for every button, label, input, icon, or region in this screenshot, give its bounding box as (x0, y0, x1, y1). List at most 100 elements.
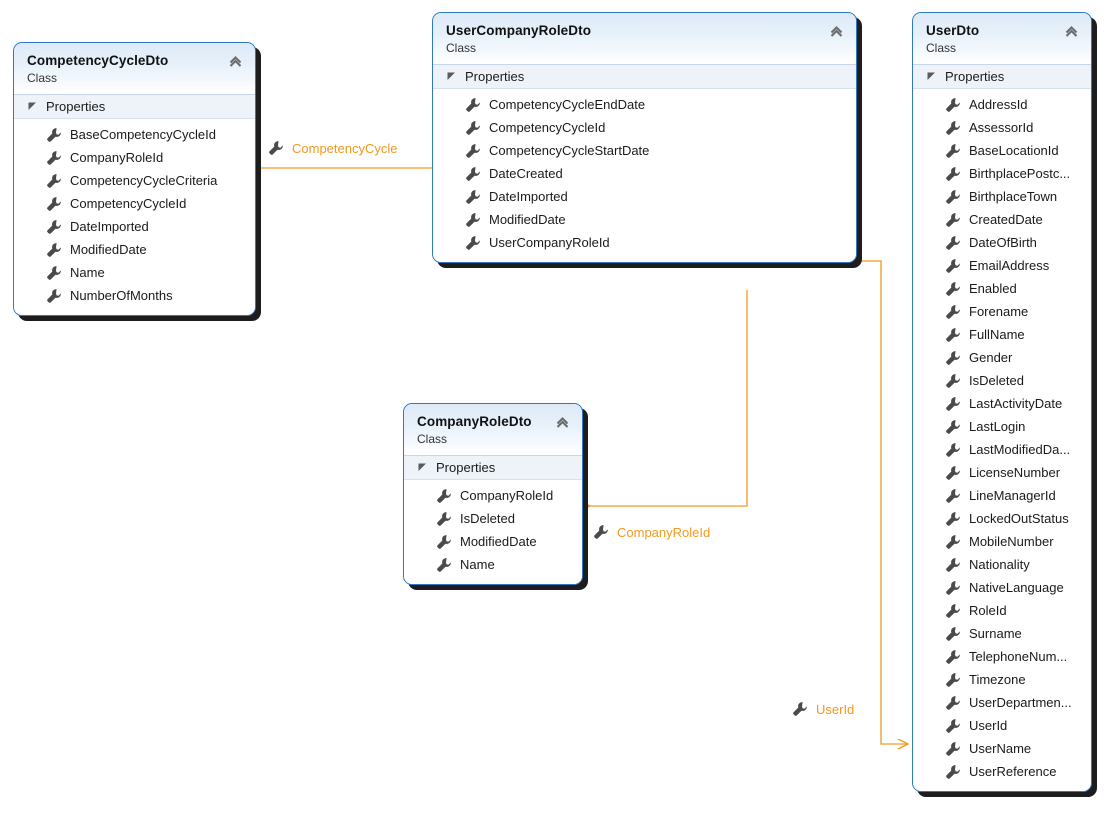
member-row[interactable]: UserDepartmen... (913, 691, 1091, 714)
member-row[interactable]: CompanyRoleId (404, 484, 582, 507)
member-row[interactable]: UserName (913, 737, 1091, 760)
member-row[interactable]: MobileNumber (913, 530, 1091, 553)
member-row[interactable]: LastModifiedDa... (913, 438, 1091, 461)
member-row[interactable]: DateCreated (433, 162, 856, 185)
compartment-header-properties[interactable]: Properties (14, 95, 255, 119)
wrench-icon (946, 373, 960, 388)
member-row[interactable]: ModifiedDate (14, 238, 255, 261)
member-row[interactable]: EmailAddress (913, 254, 1091, 277)
wrench-icon (466, 143, 480, 158)
triangle-expander-icon[interactable] (927, 72, 936, 81)
member-row[interactable]: DateOfBirth (913, 231, 1091, 254)
class-box-companyroledto[interactable]: CompanyRoleDto Class Properties CompanyR… (403, 403, 583, 585)
member-row[interactable]: AssessorId (913, 116, 1091, 139)
class-title: UserDto (926, 23, 980, 38)
member-row[interactable]: AddressId (913, 93, 1091, 116)
wrench-icon (946, 189, 960, 204)
member-row[interactable]: CompanyRoleId (14, 146, 255, 169)
member-row[interactable]: CompetencyCycleCriteria (14, 169, 255, 192)
member-name: LastLogin (969, 419, 1026, 434)
wrench-icon (946, 327, 960, 342)
member-row[interactable]: Gender (913, 346, 1091, 369)
association-companyroleid[interactable] (590, 290, 748, 506)
member-row[interactable]: Nationality (913, 553, 1091, 576)
member-row[interactable]: UserReference (913, 760, 1091, 783)
member-row[interactable]: NumberOfMonths (14, 284, 255, 307)
member-list: BaseCompetencyCycleId CompanyRoleId Comp… (14, 119, 255, 315)
member-row[interactable]: Name (404, 553, 582, 576)
member-row[interactable]: Enabled (913, 277, 1091, 300)
compartment-label: Properties (436, 460, 496, 475)
member-row[interactable]: Name (14, 261, 255, 284)
triangle-expander-icon[interactable] (447, 72, 456, 81)
member-row[interactable]: Forename (913, 300, 1091, 323)
wrench-icon (946, 442, 960, 457)
member-name: Name (70, 265, 105, 280)
member-row[interactable]: UserCompanyRoleId (433, 231, 856, 254)
class-box-usercompanyroledto[interactable]: UserCompanyRoleDto Class Properties Comp… (432, 12, 857, 263)
class-box-competencycycledto[interactable]: CompetencyCycleDto Class Properties Base… (13, 42, 256, 316)
member-row[interactable]: FullName (913, 323, 1091, 346)
member-name: LicenseNumber (969, 465, 1061, 480)
collapse-chevron-icon[interactable] (554, 414, 571, 431)
wrench-icon (47, 150, 61, 165)
wrench-icon (946, 511, 960, 526)
member-name: ModifiedDate (489, 212, 566, 227)
member-row[interactable]: LicenseNumber (913, 461, 1091, 484)
triangle-expander-icon[interactable] (28, 102, 37, 111)
member-row[interactable]: Timezone (913, 668, 1091, 691)
compartment-header-properties[interactable]: Properties (433, 65, 856, 89)
association-userid[interactable] (857, 260, 908, 744)
member-name: LastActivityDate (969, 396, 1063, 411)
compartment-header-properties[interactable]: Properties (404, 456, 582, 480)
member-row[interactable]: CompetencyCycleEndDate (433, 93, 856, 116)
member-row[interactable]: DateImported (14, 215, 255, 238)
member-row[interactable]: BirthplacePostc... (913, 162, 1091, 185)
member-row[interactable]: CompetencyCycleId (433, 116, 856, 139)
member-name: LockedOutStatus (969, 511, 1069, 526)
member-row[interactable]: BaseCompetencyCycleId (14, 123, 255, 146)
association-label-userid[interactable]: UserId (792, 701, 854, 717)
member-row[interactable]: LineManagerId (913, 484, 1091, 507)
wrench-icon (946, 649, 960, 664)
member-row[interactable]: Surname (913, 622, 1091, 645)
member-name: EmailAddress (969, 258, 1050, 273)
collapse-chevron-icon[interactable] (227, 53, 244, 70)
wrench-icon (946, 534, 960, 549)
wrench-icon (946, 166, 960, 181)
member-row[interactable]: LastLogin (913, 415, 1091, 438)
member-row[interactable]: UserId (913, 714, 1091, 737)
member-row[interactable]: LockedOutStatus (913, 507, 1091, 530)
member-name: Name (460, 557, 495, 572)
member-row[interactable]: ModifiedDate (404, 530, 582, 553)
wrench-icon (47, 173, 61, 188)
member-row[interactable]: IsDeleted (404, 507, 582, 530)
member-row[interactable]: ModifiedDate (433, 208, 856, 231)
member-row[interactable]: CompetencyCycleId (14, 192, 255, 215)
collapse-chevron-icon[interactable] (1063, 23, 1080, 40)
wrench-icon (946, 764, 960, 779)
association-label-competencycycle[interactable]: CompetencyCycle (268, 140, 398, 156)
member-name: MobileNumber (969, 534, 1054, 549)
member-row[interactable]: RoleId (913, 599, 1091, 622)
wrench-icon (47, 127, 61, 142)
member-row[interactable]: BaseLocationId (913, 139, 1091, 162)
wrench-icon (269, 141, 283, 155)
member-row[interactable]: BirthplaceTown (913, 185, 1091, 208)
triangle-expander-icon[interactable] (418, 463, 427, 472)
association-label-companyroleid[interactable]: CompanyRoleId (593, 524, 710, 540)
member-row[interactable]: IsDeleted (913, 369, 1091, 392)
member-row[interactable]: CompetencyCycleStartDate (433, 139, 856, 162)
compartment-header-properties[interactable]: Properties (913, 65, 1091, 89)
collapse-chevron-icon[interactable] (828, 23, 845, 40)
member-name: Surname (969, 626, 1022, 641)
member-row[interactable]: CreatedDate (913, 208, 1091, 231)
member-name: DateImported (489, 189, 568, 204)
member-row[interactable]: LastActivityDate (913, 392, 1091, 415)
member-row[interactable]: TelephoneNum... (913, 645, 1091, 668)
member-name: RoleId (969, 603, 1007, 618)
member-row[interactable]: DateImported (433, 185, 856, 208)
wrench-icon (946, 143, 960, 158)
member-row[interactable]: NativeLanguage (913, 576, 1091, 599)
